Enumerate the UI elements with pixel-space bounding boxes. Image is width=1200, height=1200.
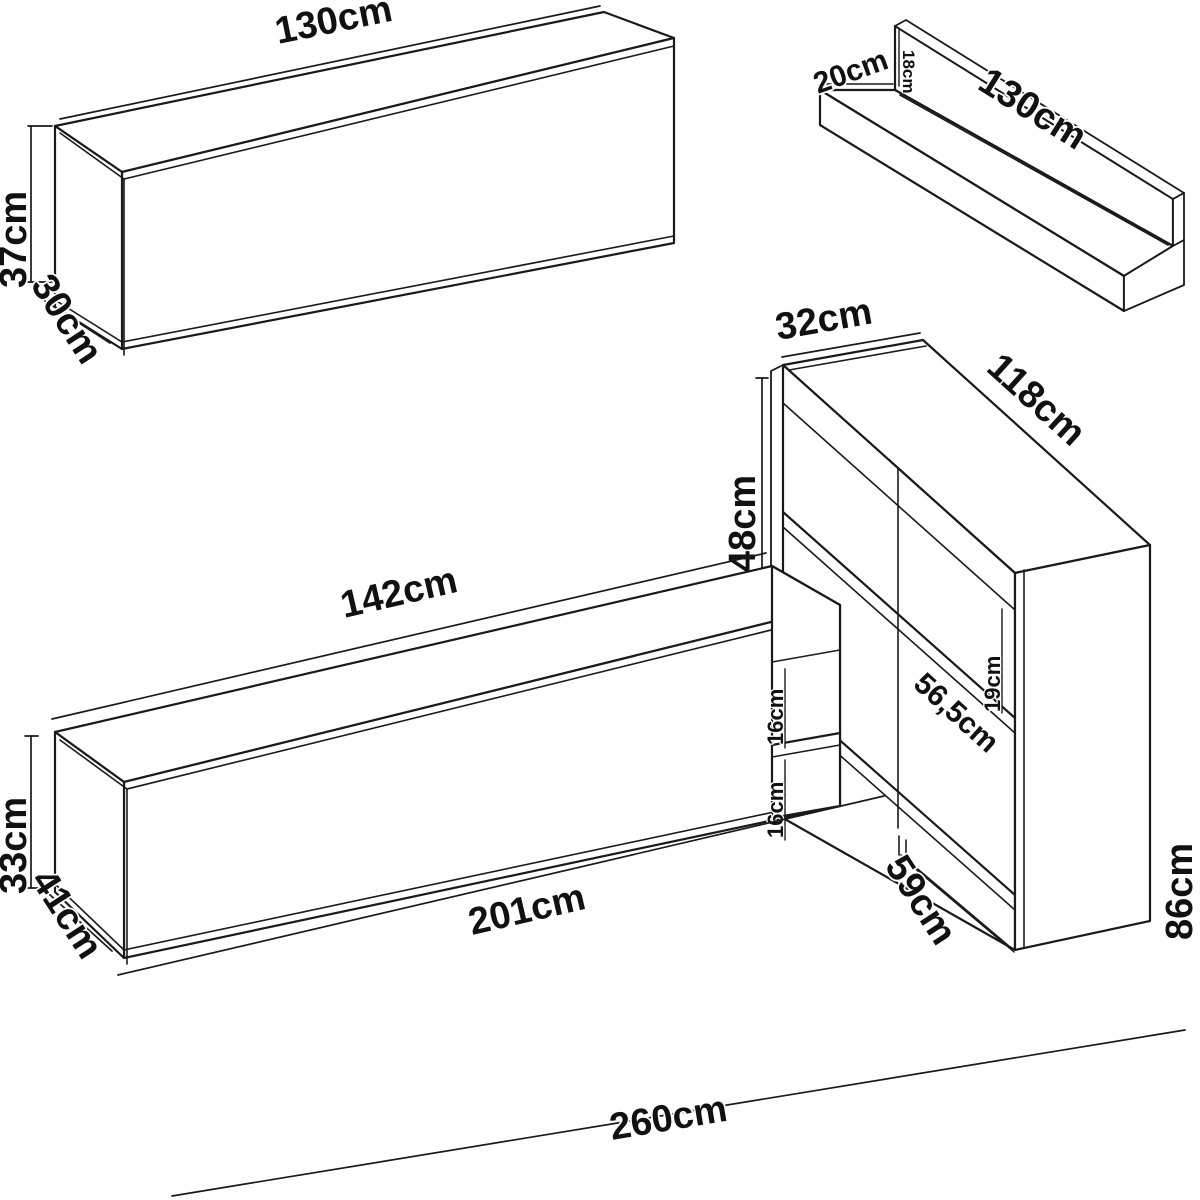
wall-cabinet-depth-dim-line	[35, 294, 111, 344]
wall-shelf-piece: 20cm 18cm 130cm	[807, 19, 1185, 313]
tv-unit-bottom-reveal	[54, 797, 841, 951]
tv-unit-top-width-label: 142cm	[337, 559, 462, 627]
wall-cabinet-piece: 130cm 37cm 30cm	[0, 0, 676, 373]
tall-cabinet-top-reveal	[788, 345, 927, 371]
rotated-small-labels: 18cm	[898, 49, 919, 94]
tall-cabinet-base-depth-dim-line-2	[905, 860, 1015, 953]
tall-cabinet-shelf-line-1	[782, 402, 1016, 611]
tv-unit-piece: 16cm 16cm 142cm 33cm 41cm 201cm	[0, 552, 885, 976]
wall-cabinet-bottom-reveal	[54, 235, 675, 343]
tall-cabinet-depth-dim-line	[781, 332, 921, 358]
wall-shelf-lip-base-line	[899, 94, 1169, 246]
tv-unit-top-width-dim-line	[51, 552, 767, 720]
wall-shelf-lip-height-label-render: 18cm	[899, 50, 918, 93]
wall-cabinet-width-dim-line	[59, 5, 601, 120]
tall-cabinet-total-height-label: 86cm	[1159, 843, 1200, 940]
tall-cabinet-upper-height-label: 48cm	[722, 475, 764, 572]
tall-cabinet-right-side-face	[1013, 543, 1152, 952]
wall-cabinet-width-label: 130cm	[271, 0, 395, 53]
wall-cabinet-left-face	[53, 124, 124, 351]
tall-cabinet-shelf-line-2	[781, 510, 1017, 720]
tv-unit-depth-dim-line	[37, 883, 113, 952]
tv-unit-base-width-dim-line	[117, 795, 885, 976]
tall-cabinet-shelf-height-label: 19cm	[980, 656, 1005, 712]
tv-unit-base-width-label: 201cm	[465, 876, 590, 944]
wall-shelf-lip-right-end	[1172, 192, 1185, 247]
wall-shelf-right-end-face	[1123, 239, 1185, 312]
tv-unit-niche-shelf-mid	[770, 731, 842, 747]
tall-cabinet-back-panel-left	[770, 364, 784, 581]
tall-cabinet-base-depth-dim-line	[900, 854, 1011, 948]
wall-cabinet-height-label: 37cm	[0, 191, 35, 288]
tall-cabinet-shelf-line-3	[782, 526, 1016, 734]
overall-width-label: 260cm	[607, 1088, 731, 1149]
overall-width-dimension: 260cm	[171, 1029, 1186, 1197]
tv-unit-niche-upper-label: 16cm	[763, 689, 788, 745]
tv-unit-niche-shelf-mid-2	[771, 744, 841, 758]
tv-unit-niche-lower-label: 16cm	[763, 782, 788, 838]
tall-cabinet-depth-label: 32cm	[772, 291, 875, 349]
tv-unit-niche-shelf-top	[771, 649, 841, 663]
overall-width-dim-line	[171, 1029, 1186, 1197]
tv-unit-height-label: 33cm	[0, 797, 35, 894]
